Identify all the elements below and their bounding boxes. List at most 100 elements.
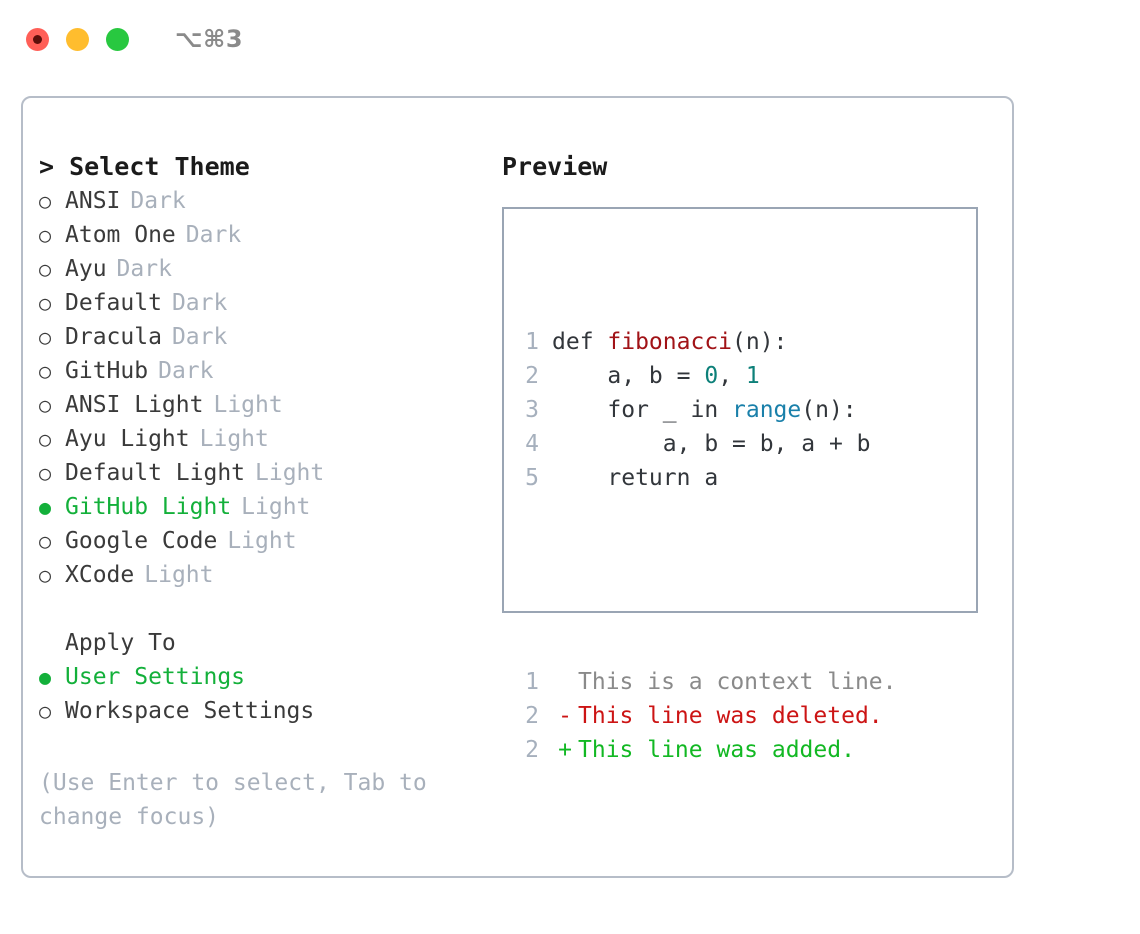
radio-unselected-icon: ○ [39,291,52,315]
theme-option-label: ANSI [65,188,121,214]
code-token-plain: for _ in [552,397,733,423]
theme-option-label: Google Code [65,528,218,554]
diff-line-del: 2-This line was deleted. [513,699,897,733]
theme-option-kind: Light [255,460,325,486]
radio-unselected-icon: ○ [39,359,52,383]
theme-option-kind: Light [144,562,214,588]
code-line: 5 return a [513,461,897,495]
code-token-plain: return a [552,465,719,491]
code-line-text: for _ in range(n): [552,393,857,427]
radio-unselected-icon: ○ [39,325,52,349]
radio-unselected-icon: ○ [39,427,52,451]
radio-selected-icon: ● [39,665,52,689]
window-controls [26,27,129,51]
theme-option-kind: Light [199,426,269,452]
code-token-plain: (n): [732,329,788,355]
theme-option-label: ANSI Light [65,392,204,418]
diff-line-text: This line was deleted. [578,703,883,729]
code-token-plain: (n): [801,397,857,423]
diff-line-number: 2 [525,737,539,763]
apply-to-option-list[interactable]: ● User Settings ○Workspace Settings [39,660,499,728]
close-button[interactable] [26,27,49,51]
theme-option-kind: Dark [130,188,186,214]
apply-to-option-label: User Settings [65,664,246,690]
theme-option-default[interactable]: ○ Default Dark [39,286,499,320]
theme-option-label: Default [65,290,162,316]
minimize-button[interactable] [66,27,89,51]
preview-heading: Preview [502,152,608,181]
code-line-text: a, b = b, a + b [552,427,871,461]
code-line: 4 a, b = b, a + b [513,427,897,461]
theme-option-kind: Light [241,494,311,520]
code-token-call: range [732,397,802,423]
keyboard-hint-text: (Use Enter to select, Tab to change focu… [39,770,441,830]
apply-to-option-user-settings[interactable]: ● User Settings [39,660,499,694]
diff-line-number: 2 [525,703,539,729]
theme-option-label: Ayu Light [65,426,190,452]
code-token-plain: a, b = [552,363,705,389]
diff-sample: 1 This is a context line. 2-This line was … [513,665,897,767]
code-line-number: 4 [525,431,539,457]
apply-to-heading: Apply To [65,630,176,656]
theme-option-label: Ayu [65,256,107,282]
diff-line-text: This is a context line. [578,669,897,695]
diff-line-number: 1 [525,669,539,695]
code-diff-spacer [513,563,897,597]
radio-unselected-icon: ○ [39,461,52,485]
theme-option-ayu-light[interactable]: ○ Ayu Light Light [39,422,499,456]
diff-line-add: 2 +This line was added. [513,733,897,767]
theme-option-ansi-light[interactable]: ○ ANSI Light Light [39,388,499,422]
radio-unselected-icon: ○ [39,223,52,247]
theme-option-kind: Light [227,528,297,554]
theme-option-github-light[interactable]: ● GitHub Light Light [39,490,499,524]
code-token-plain: a, b = b, a + b [552,431,871,457]
theme-option-kind: Light [213,392,283,418]
code-line: 1 def fibonacci(n): [513,325,897,359]
diff-line-text: This line was added. [578,737,855,763]
theme-option-kind: Dark [158,358,214,384]
radio-unselected-icon: ○ [39,563,52,587]
diff-marker-add: + [558,737,572,763]
maximize-button[interactable] [106,27,129,51]
diff-marker-del: - [558,703,572,729]
code-token-fn: fibonacci [607,329,733,355]
code-line: 2 a, b = 0, 1 [513,359,897,393]
theme-option-github[interactable]: ○ GitHub Dark [39,354,499,388]
code-line-number: 1 [525,329,539,355]
code-line-number: 5 [525,465,539,491]
diff-line-ctx: 1 This is a context line. [513,665,897,699]
code-token-num: 1 [745,363,760,389]
code-line-text: return a [552,461,718,495]
theme-option-label: GitHub Light [65,494,232,520]
code-line-text: def fibonacci(n): [552,325,787,359]
theme-option-label: GitHub [65,358,149,384]
apply-to-option-label: Workspace Settings [65,698,315,724]
code-token-plain: def [552,329,608,355]
radio-unselected-icon: ○ [39,257,52,281]
radio-unselected-icon: ○ [39,393,52,417]
theme-option-ansi[interactable]: ○ ANSI Dark [39,184,499,218]
select-theme-heading: > Select Theme [39,150,499,184]
radio-unselected-icon: ○ [39,189,52,213]
theme-option-label: Dracula [65,324,162,350]
apply-to-option-workspace-settings[interactable]: ○Workspace Settings [39,694,499,728]
code-line-number: 2 [525,363,539,389]
radio-selected-icon: ● [39,495,52,519]
prompt-caret-icon: > [39,152,55,181]
code-line-number: 3 [525,397,539,423]
title-bar: ⌥⌘3 [0,0,1140,78]
theme-option-kind: Dark [171,290,228,316]
